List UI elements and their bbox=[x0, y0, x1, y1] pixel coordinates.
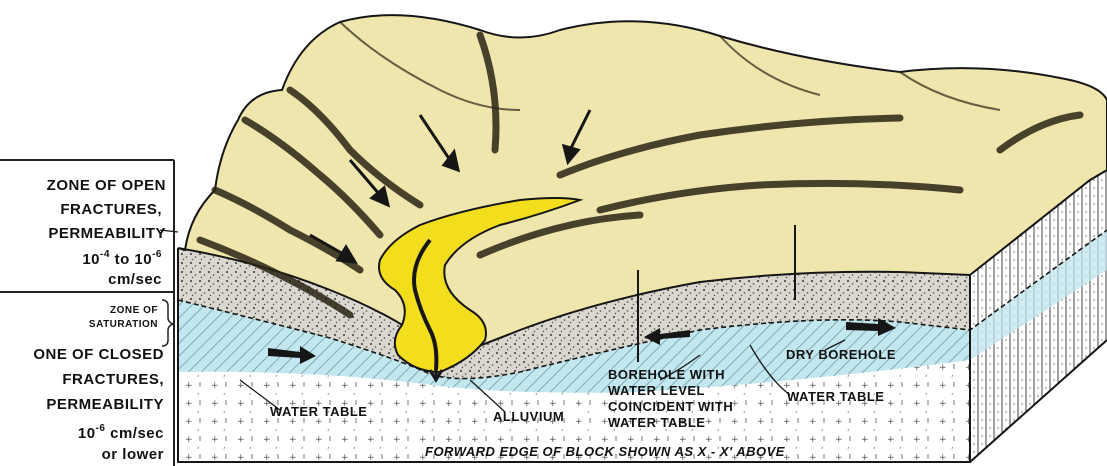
borehole-line4: WATER TABLE bbox=[608, 416, 705, 429]
closed-zone-line3: PERMEABILITY bbox=[0, 397, 164, 412]
open-zone-line5: cm/sec bbox=[0, 272, 162, 287]
open-zone-line4: 10-4 to 10-6 bbox=[0, 250, 162, 267]
borehole-line3: COINCIDENT WITH bbox=[608, 400, 733, 413]
saturation-line1: ZONE OF bbox=[0, 306, 158, 316]
closed-zone-line1: ONE OF CLOSED bbox=[0, 347, 164, 362]
borehole-line2: WATER LEVEL bbox=[608, 384, 705, 397]
forward-edge-caption: FORWARD EDGE OF BLOCK SHOWN AS X - X' AB… bbox=[425, 445, 785, 458]
saturation-line2: SATURATION bbox=[0, 320, 158, 330]
dry-borehole-label: DRY BOREHOLE bbox=[786, 348, 896, 361]
water-table-left-label: WATER TABLE bbox=[270, 405, 367, 418]
water-table-right-label: WATER TABLE bbox=[787, 390, 884, 403]
closed-zone-line5: or lower bbox=[0, 447, 164, 462]
closed-zone-line4: 10-6 cm/sec bbox=[0, 424, 164, 441]
borehole-line1: BOREHOLE WITH bbox=[608, 368, 725, 381]
closed-zone-line2: FRACTURES, bbox=[0, 372, 164, 387]
open-zone-line2: FRACTURES, bbox=[0, 202, 162, 217]
open-zone-line3: PERMEABILITY bbox=[0, 226, 166, 241]
open-zone-line1: ZONE OF OPEN bbox=[0, 178, 166, 193]
alluvium-label: ALLUVIUM bbox=[493, 410, 564, 423]
